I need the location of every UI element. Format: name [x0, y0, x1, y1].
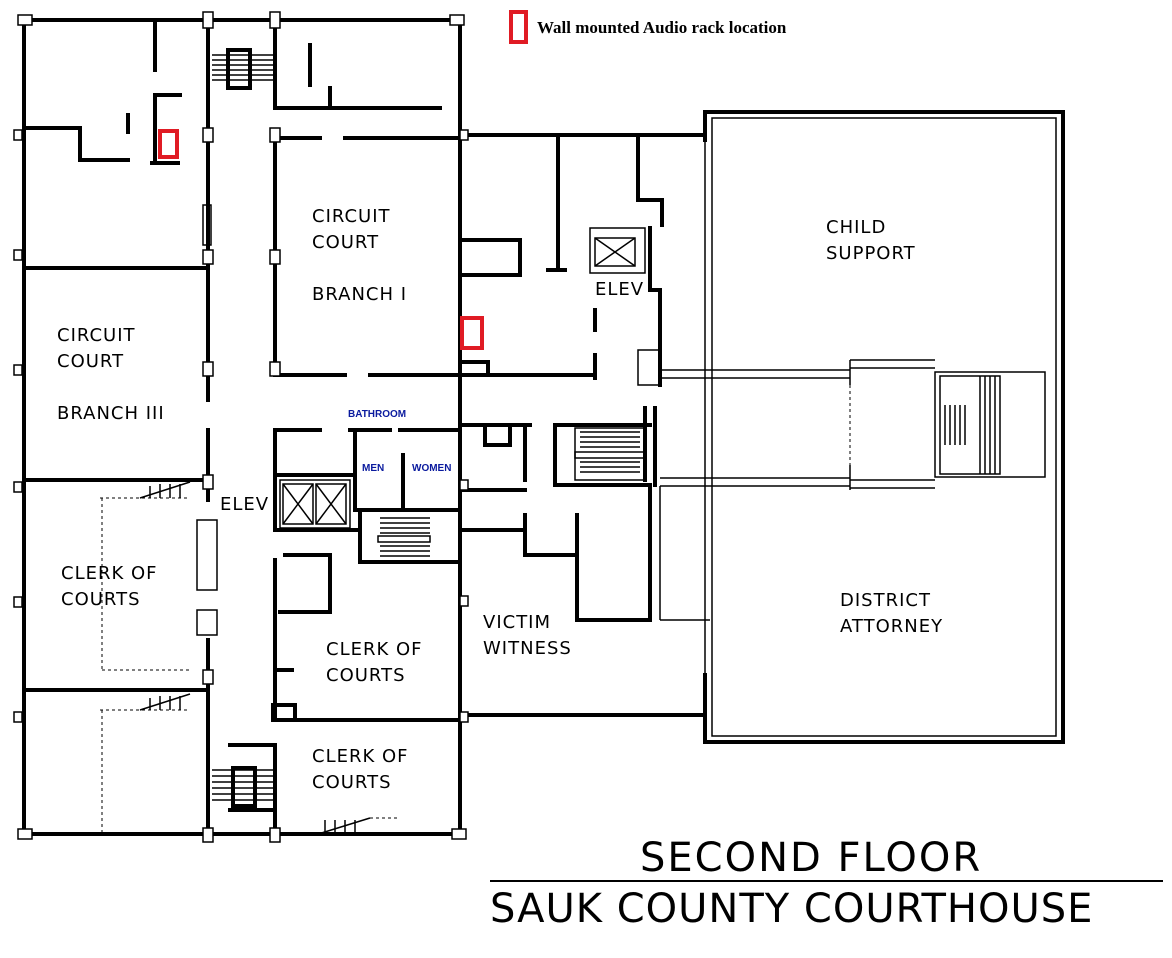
clerk-bottom-label-line2: COURTS	[312, 772, 392, 793]
legend-rack-marker-icon	[509, 10, 528, 44]
victim-witness-label-line2: WITNESS	[483, 638, 572, 659]
branch1-label-line2: COURT	[312, 232, 379, 253]
branch1-label-line3: BRANCH I	[312, 284, 407, 305]
stairs-mid-icon	[377, 517, 431, 557]
branch3-label-line3: BRANCH III	[57, 403, 165, 424]
stairs-southwest-icon	[212, 766, 275, 808]
branch3-label-line1: CIRCUIT	[57, 325, 136, 346]
clerk-bottom-label-line1: CLERK OF	[312, 746, 409, 767]
child-support-label-line1: CHILD	[826, 217, 886, 238]
center-block-walls	[458, 133, 707, 717]
victim-witness-label-line1: VICTIM	[483, 612, 551, 633]
floor-title: SECOND FLOOR	[640, 835, 982, 881]
stairs-branch3-icon	[100, 481, 191, 671]
corridor-bench	[196, 519, 218, 591]
stairs-bottom-clerk-icon	[314, 817, 400, 836]
stairs-northwest-icon	[212, 48, 275, 90]
clerk-left-label-line1: CLERK OF	[61, 563, 158, 584]
room-labels: CIRCUIT COURT BRANCH I CIRCUIT COURT BRA…	[57, 206, 943, 793]
branch1-label-line1: CIRCUIT	[312, 206, 391, 227]
clerk-mid-label-line1: CLERK OF	[326, 639, 423, 660]
clerk-left-label-line2: COURTS	[61, 589, 141, 610]
elev-upper-label: ELEV	[595, 279, 644, 300]
corridor-door	[202, 204, 212, 246]
audio-rack-northwest-icon	[158, 129, 179, 159]
branch3-label-line2: COURT	[57, 351, 124, 372]
legend-label: Wall mounted Audio rack location	[537, 18, 787, 37]
elev-lower-label: ELEV	[220, 494, 269, 515]
elevator-upper-icon	[594, 237, 636, 267]
child-support-label-line2: SUPPORT	[826, 243, 916, 264]
district-attorney-label-line1: DISTRICT	[840, 590, 931, 611]
structural-posts	[13, 11, 469, 843]
audio-rack-branch1-icon	[460, 316, 484, 350]
title-block: SECOND FLOOR SAUK COUNTY COURTHOUSE	[490, 835, 1163, 932]
bathroom-label: BATHROOM	[348, 409, 406, 420]
corridor-kiosk	[196, 609, 218, 636]
stairs-southwest-lower-icon	[100, 693, 191, 834]
elevator-lower-icon	[279, 479, 351, 529]
stairs-east-icon	[944, 376, 996, 474]
men-label: MEN	[362, 463, 384, 474]
legend: Wall mounted Audio rack location	[509, 10, 787, 44]
left-wing-walls	[22, 18, 462, 836]
east-wing-walls	[643, 110, 1065, 744]
building-title: SAUK COUNTY COURTHOUSE	[490, 886, 1093, 932]
clerk-mid-label-line2: COURTS	[326, 665, 406, 686]
audio-rack-markers	[158, 129, 484, 350]
district-attorney-label-line2: ATTORNEY	[840, 616, 943, 637]
stairs-center-icon	[574, 431, 646, 473]
women-label: WOMEN	[412, 463, 451, 474]
stairs	[100, 48, 996, 836]
